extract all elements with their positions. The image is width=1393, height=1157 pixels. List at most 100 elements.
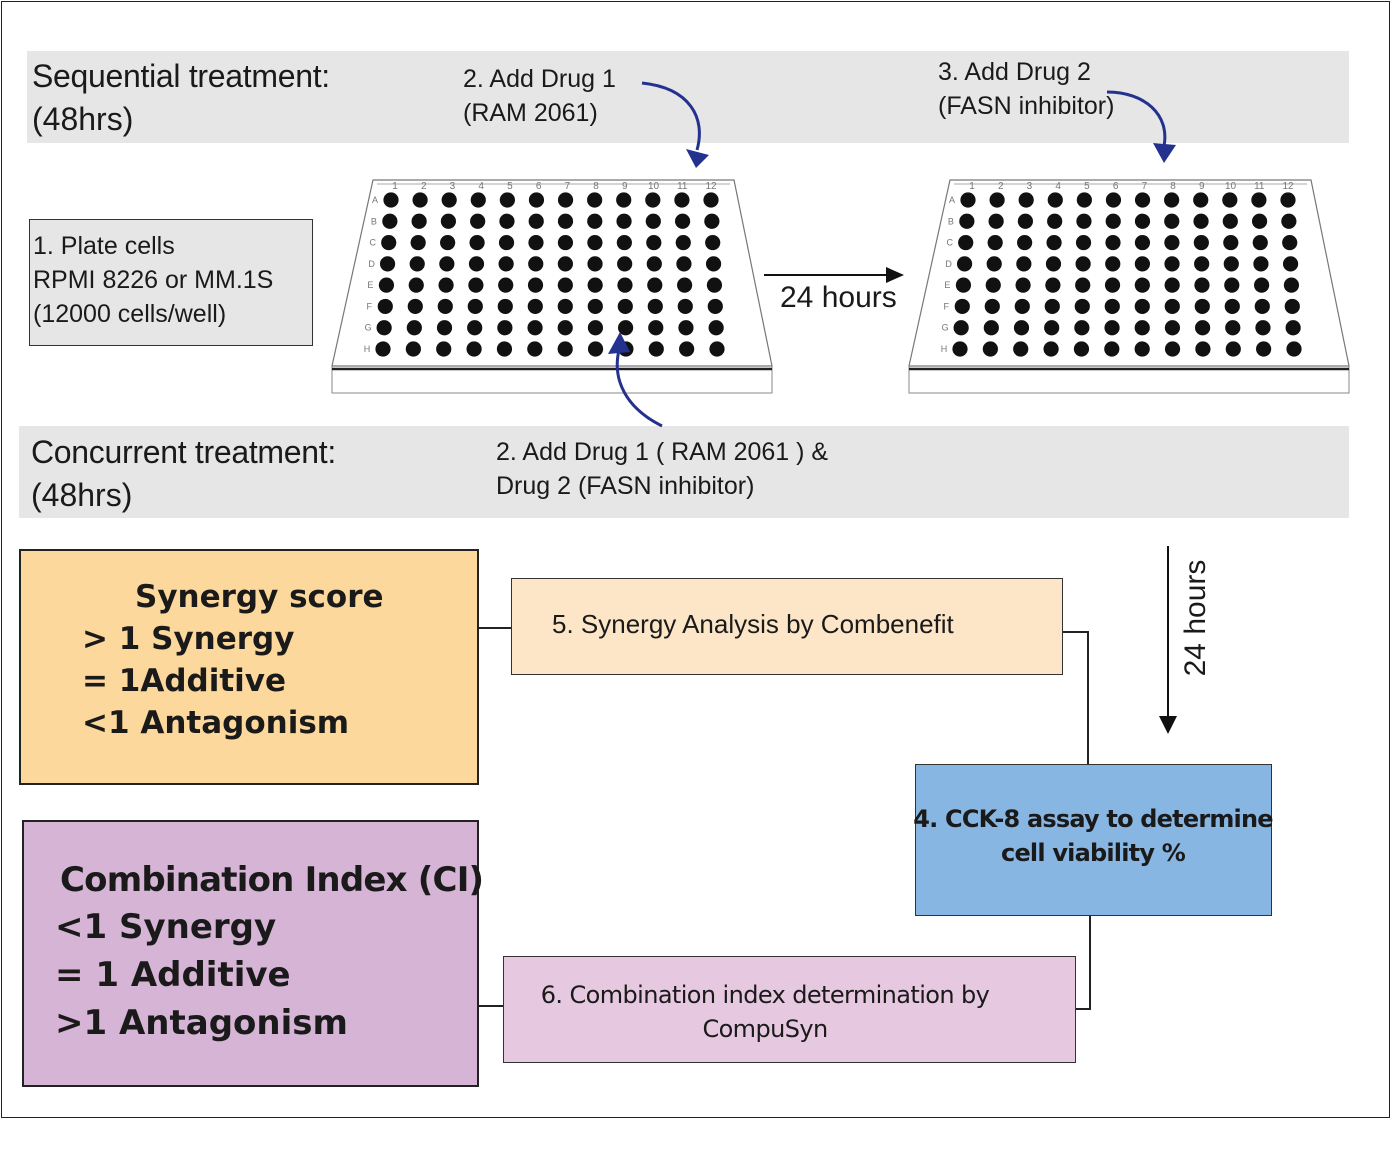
well bbox=[1252, 234, 1268, 251]
well bbox=[987, 234, 1003, 251]
well bbox=[436, 341, 452, 357]
well bbox=[375, 341, 391, 357]
well bbox=[648, 320, 664, 336]
column-label: 11 bbox=[677, 181, 688, 192]
well bbox=[1134, 192, 1151, 208]
well bbox=[587, 234, 603, 251]
well bbox=[409, 256, 425, 272]
well bbox=[674, 192, 690, 208]
well bbox=[616, 234, 632, 251]
well bbox=[1045, 256, 1062, 272]
well bbox=[708, 320, 724, 336]
well bbox=[498, 256, 514, 272]
well bbox=[1193, 192, 1209, 208]
well bbox=[412, 192, 428, 208]
well bbox=[379, 256, 396, 272]
well bbox=[1015, 277, 1031, 293]
well bbox=[557, 256, 573, 272]
well bbox=[1074, 320, 1090, 336]
well bbox=[1281, 213, 1297, 229]
well bbox=[1225, 320, 1241, 336]
row-label: B bbox=[371, 216, 377, 226]
row-label: E bbox=[367, 280, 373, 290]
well bbox=[1193, 234, 1209, 251]
well bbox=[1105, 234, 1121, 251]
step6-box bbox=[503, 956, 1076, 1063]
sequential-step2-line1: 2. Add Drug 1 bbox=[463, 65, 616, 93]
row-label: G bbox=[942, 323, 949, 333]
row-label: C bbox=[946, 238, 953, 248]
well bbox=[408, 277, 424, 293]
well bbox=[557, 341, 573, 357]
well bbox=[527, 320, 543, 336]
well bbox=[470, 192, 486, 208]
well bbox=[1046, 234, 1062, 251]
well bbox=[1195, 341, 1211, 357]
concurrent-step2-line1: 2. Add Drug 1 ( RAM 2061 ) & bbox=[496, 438, 829, 466]
well bbox=[1075, 234, 1092, 251]
well bbox=[557, 320, 573, 336]
well bbox=[1193, 213, 1209, 229]
well bbox=[1018, 192, 1034, 208]
column-label: 5 bbox=[1084, 181, 1090, 192]
synergy-score-line3: <1 Antagonism bbox=[82, 705, 350, 741]
column-label: 8 bbox=[1170, 181, 1176, 192]
well bbox=[1285, 320, 1301, 336]
column-label: 1 bbox=[969, 181, 975, 192]
sequential-step3-line2: (FASN inhibitor) bbox=[938, 92, 1115, 120]
well bbox=[616, 213, 632, 229]
step4-box bbox=[915, 764, 1272, 916]
well bbox=[1076, 192, 1092, 208]
well bbox=[1282, 234, 1298, 251]
well bbox=[1255, 320, 1271, 336]
well bbox=[704, 213, 720, 229]
well bbox=[646, 234, 662, 251]
well bbox=[439, 256, 455, 272]
column-label: 11 bbox=[1254, 181, 1265, 192]
well bbox=[440, 213, 457, 229]
column-label: 9 bbox=[1199, 181, 1205, 192]
interval-horizontal-label: 24 hours bbox=[780, 281, 897, 314]
concurrent-title: Concurrent treatment: bbox=[31, 434, 336, 470]
concurrent-duration: (48hrs) bbox=[31, 477, 133, 513]
plate-cells-line3: (12000 cells/well) bbox=[33, 300, 227, 328]
well bbox=[437, 298, 453, 315]
well bbox=[587, 256, 603, 272]
concurrent-step2-line2: Drug 2 (FASN inhibitor) bbox=[496, 472, 755, 500]
well bbox=[557, 234, 574, 251]
well bbox=[1076, 213, 1092, 229]
figure-frame bbox=[1, 1, 1390, 1118]
row-label: H bbox=[364, 344, 371, 354]
column-label: 5 bbox=[507, 181, 513, 192]
well bbox=[528, 256, 544, 272]
well bbox=[953, 320, 969, 336]
well bbox=[468, 256, 485, 272]
combination-index-title: Combination Index (CI) bbox=[60, 860, 484, 900]
well bbox=[674, 213, 691, 229]
sequential-title: Sequential treatment: bbox=[32, 58, 330, 94]
well bbox=[1164, 192, 1180, 208]
well bbox=[1194, 320, 1211, 336]
well bbox=[647, 277, 663, 293]
well bbox=[1164, 320, 1181, 336]
well bbox=[1280, 192, 1296, 208]
well bbox=[587, 192, 603, 208]
well bbox=[1017, 234, 1033, 251]
well bbox=[679, 341, 695, 357]
well bbox=[1075, 256, 1091, 272]
well bbox=[1134, 298, 1150, 315]
well bbox=[407, 298, 423, 315]
well bbox=[1254, 298, 1270, 315]
well bbox=[677, 277, 693, 293]
row-label: F bbox=[367, 301, 373, 311]
well bbox=[1224, 277, 1240, 293]
well bbox=[1104, 277, 1121, 293]
well bbox=[1044, 320, 1060, 336]
well bbox=[706, 277, 723, 293]
well bbox=[677, 298, 693, 315]
well bbox=[1223, 256, 1239, 272]
well bbox=[989, 192, 1005, 208]
well bbox=[587, 213, 603, 229]
